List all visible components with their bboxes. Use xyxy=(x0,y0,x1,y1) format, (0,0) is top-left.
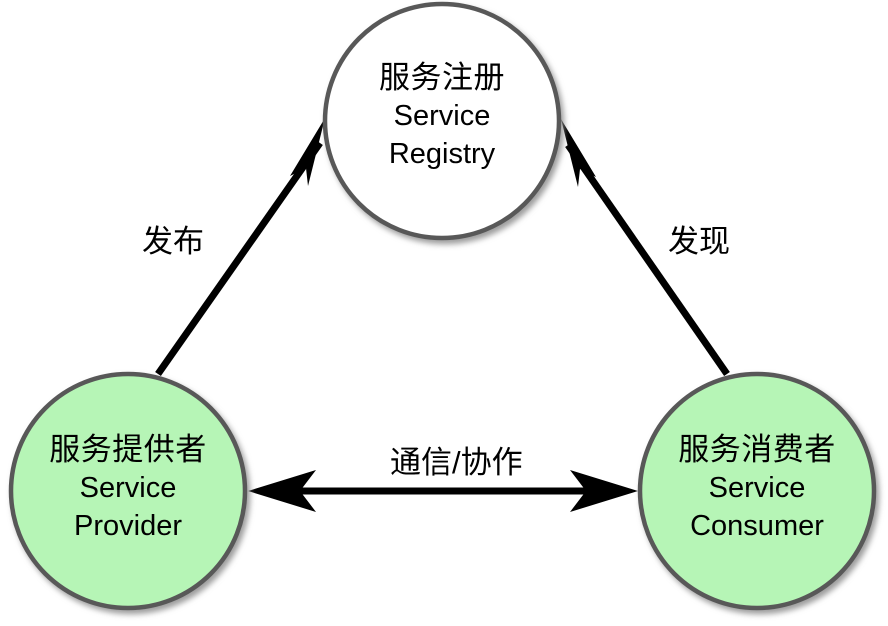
edge-label-communicate: 通信/协作 xyxy=(390,445,523,480)
edge-label-discover: 发现 xyxy=(668,224,730,259)
edge-discover-line xyxy=(565,143,730,376)
edge-communicate-arrowhead-left xyxy=(248,470,316,512)
edge-label-publish: 发布 xyxy=(142,224,204,259)
node-service-provider-circle[interactable] xyxy=(8,371,248,611)
edge-publish-arrowhead xyxy=(290,118,325,186)
nodes-layer xyxy=(8,1,877,611)
node-service-registry-circle[interactable] xyxy=(322,1,562,241)
edge-publish-line xyxy=(155,140,323,377)
node-service-consumer-circle[interactable] xyxy=(637,371,877,611)
edge-communicate[interactable] xyxy=(248,470,638,512)
edges-layer xyxy=(155,118,730,512)
edge-publish[interactable] xyxy=(155,118,325,377)
edge-discover[interactable] xyxy=(561,119,730,376)
edge-discover-arrowhead xyxy=(561,119,596,187)
edge-communicate-arrowhead-right xyxy=(570,470,638,512)
